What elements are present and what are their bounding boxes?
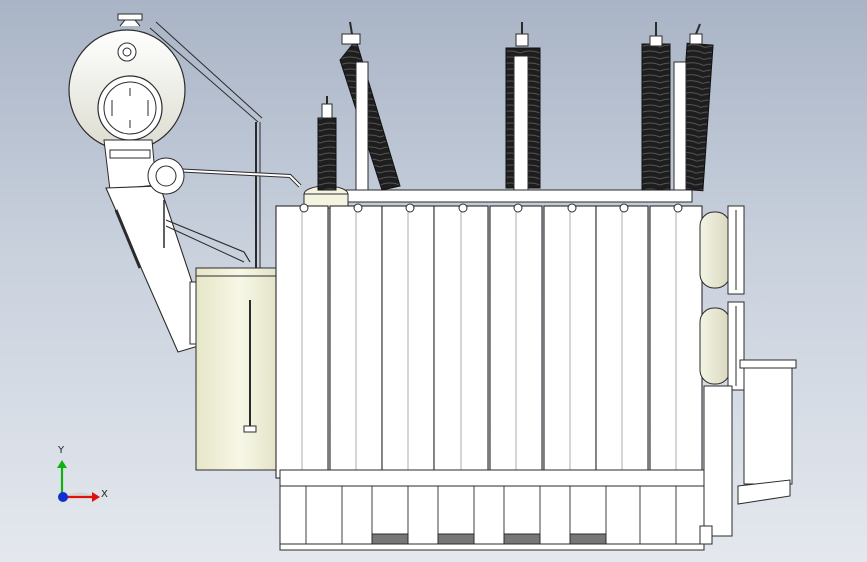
main-tank-side — [195, 267, 285, 471]
oil-piping — [149, 21, 302, 268]
tank-cover — [303, 185, 693, 209]
y-axis-label: Y — [57, 445, 65, 456]
bushing-hv-4 — [673, 23, 714, 192]
bushing-hv-1 — [339, 21, 401, 191]
conservator-tank — [68, 13, 186, 151]
bushing-hv-2 — [505, 22, 541, 191]
radiator-bank — [275, 203, 703, 479]
cooling-fan-upper — [699, 205, 745, 295]
control-cabinet — [703, 359, 797, 537]
x-axis-label: X — [101, 489, 108, 500]
bushing-hv-3 — [641, 22, 671, 191]
transformer-base — [279, 469, 713, 551]
coordinate-triad-icon: X Y — [57, 445, 108, 502]
cooling-fan-lower — [699, 301, 745, 391]
bushing-neutral — [317, 96, 337, 191]
